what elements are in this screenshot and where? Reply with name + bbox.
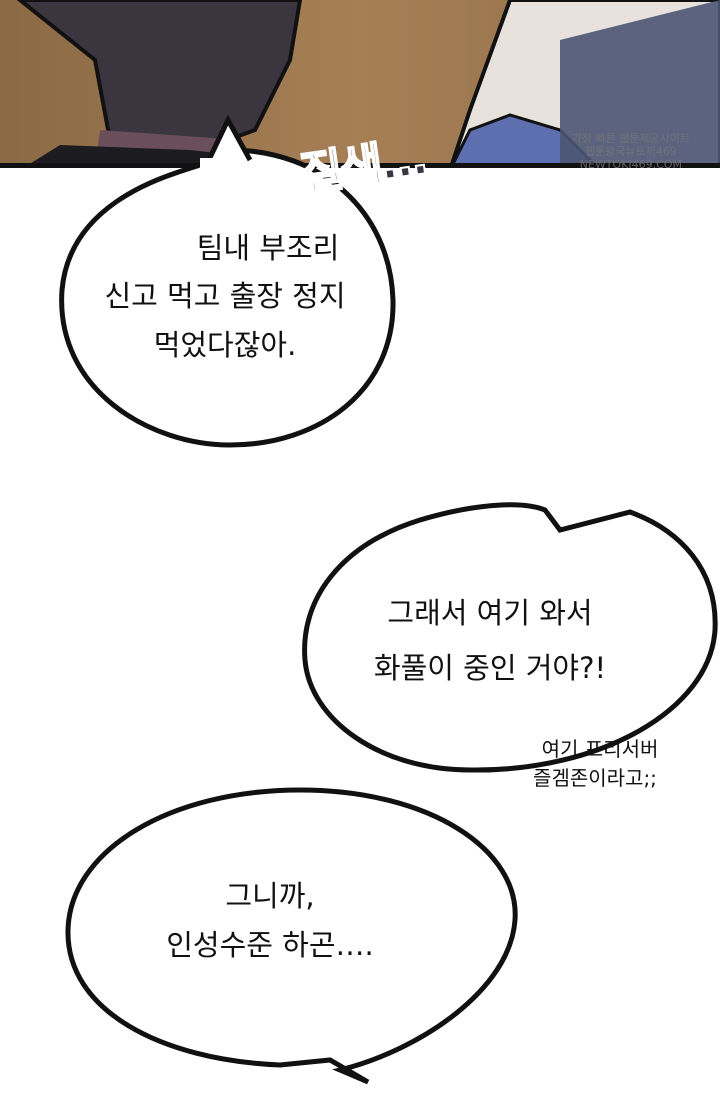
bubble-1-line: 신고 먹고 출장 정지 (104, 279, 346, 313)
bubble-2-line: 그래서 여기 와서 (387, 596, 593, 630)
watermark: 가장 빠른 웹툰제공사이트 웹툰왕국뉴토끼469 NEWTOKI469.COM (572, 132, 690, 171)
watermark-line: NEWTOKI469.COM (579, 158, 682, 171)
bubble-2-line: 화풀이 중인 거야?! (373, 651, 607, 685)
watermark-line: 가장 빠른 웹툰제공사이트 (571, 132, 690, 145)
aside-line: 여기 프리서버 (541, 737, 659, 761)
watermark-line: 웹툰왕국뉴토끼469 (584, 145, 677, 158)
aside-line: 즐겜존이라고;; (533, 766, 657, 790)
speech-bubble-2 (302, 502, 718, 773)
bubble-1-line: 먹었다잖아. (153, 328, 297, 362)
bubble-3-line: 그니까, (225, 879, 315, 913)
bubble-3-line: 인성수준 하곤…. (166, 928, 374, 962)
speech-bubble-3 (65, 787, 518, 1085)
bubble-1-line: 팀내 부조리 (196, 231, 340, 265)
top-panel-artwork (0, 0, 720, 168)
speech-bubble-1 (59, 147, 396, 448)
